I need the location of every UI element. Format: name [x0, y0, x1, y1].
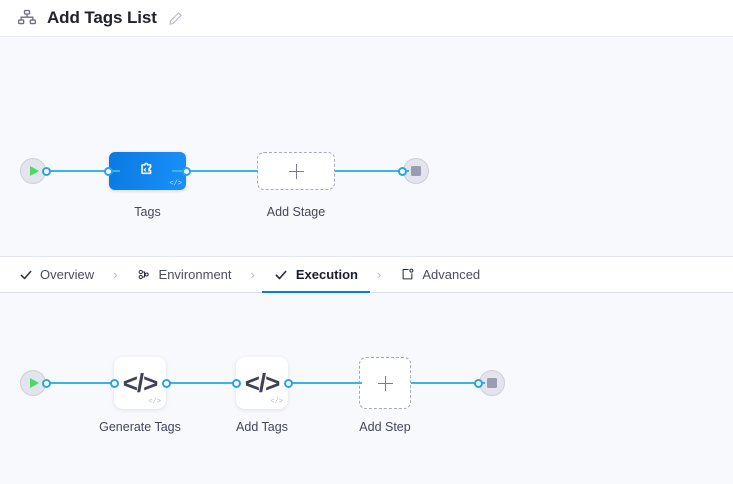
stage-node-tags-out-port[interactable]	[182, 166, 191, 176]
stage-graph: </> Tags Add Stage	[0, 37, 733, 256]
add-step-button[interactable]	[359, 357, 411, 409]
step-node-add-tags-body[interactable]: </> </>	[236, 357, 288, 409]
stage-end-node[interactable]	[398, 158, 429, 184]
tab-overview-label: Overview	[40, 267, 95, 282]
execution-end-node[interactable]	[474, 370, 505, 396]
plus-icon	[377, 375, 393, 391]
code-icon: </>	[122, 368, 159, 398]
step-node-generate-tags-out-port[interactable]	[161, 378, 171, 388]
pencil-icon[interactable]	[168, 10, 184, 26]
execution-canvas[interactable]: </> </> Generate Tags </> </> Add Tags	[0, 293, 733, 484]
tab-environment-label: Environment	[158, 267, 232, 282]
tab-separator-1: ›	[113, 267, 118, 282]
stage-end-port[interactable]	[398, 166, 407, 176]
step-node-add-tags-badge: </>	[270, 398, 283, 406]
check-icon	[18, 267, 33, 282]
stage-node-tags-in-port[interactable]	[104, 166, 113, 176]
check-icon	[274, 267, 289, 282]
tab-separator-3: ›	[376, 267, 382, 282]
stage-canvas[interactable]: </> Tags Add Stage	[0, 37, 733, 257]
add-stage-button[interactable]	[257, 152, 335, 190]
step-node-add-tags-label: Add Tags	[236, 420, 288, 434]
pipeline-icon	[16, 7, 38, 29]
step-node-generate-tags-label: Generate Tags	[99, 420, 181, 434]
tab-advanced[interactable]: Advanced	[398, 257, 482, 293]
edge-tags-addstage	[172, 170, 258, 172]
step-node-generate-tags[interactable]: </> </> Generate Tags	[99, 357, 181, 434]
tab-execution[interactable]: Execution	[261, 257, 371, 294]
stage-node-tags-label: Tags	[134, 205, 161, 219]
tab-execution-label: Execution	[295, 267, 358, 282]
edge-start-generate	[44, 382, 116, 384]
stage-start-node[interactable]	[20, 158, 51, 184]
execution-graph: </> </> Generate Tags </> </> Add Tags	[0, 293, 733, 484]
edge-addstep-end	[411, 382, 485, 384]
code-puzzle-icon	[137, 158, 159, 185]
step-node-generate-tags-body[interactable]: </> </>	[114, 357, 166, 409]
edge-addtags-addstep	[288, 382, 362, 384]
infrastructure-icon	[137, 267, 152, 282]
page-header: Add Tags List	[0, 0, 733, 37]
stage-node-tags[interactable]: </> Tags	[104, 152, 191, 219]
tab-bar[interactable]: Overview › Environment › Execution ›	[0, 257, 733, 294]
edge-addstage-end	[335, 170, 409, 172]
code-icon: </>	[244, 368, 281, 398]
step-node-add-tags[interactable]: </> </> Add Tags	[231, 357, 293, 434]
edge-generate-addtags	[166, 382, 238, 384]
plus-icon	[288, 163, 304, 179]
tab-overview[interactable]: Overview	[16, 257, 96, 293]
step-node-add-tags-out-port[interactable]	[283, 378, 293, 388]
edge-start-tags	[44, 170, 120, 172]
tab-separator-2: ›	[250, 267, 255, 282]
advanced-box-gear-icon	[400, 267, 415, 282]
tab-environment[interactable]: Environment	[135, 257, 234, 293]
stage-node-tags-badge: </>	[169, 180, 182, 188]
execution-start-node[interactable]	[20, 370, 51, 396]
play-icon	[20, 370, 46, 396]
execution-end-port[interactable]	[474, 378, 483, 388]
step-node-generate-tags-badge: </>	[148, 398, 161, 406]
page-title: Add Tags List	[47, 8, 157, 27]
add-stage-node[interactable]: Add Stage	[257, 152, 335, 219]
tab-advanced-label: Advanced	[422, 267, 481, 282]
execution-start-port[interactable]	[42, 378, 51, 388]
step-node-add-tags-in-port[interactable]	[231, 378, 241, 388]
stage-start-port[interactable]	[42, 166, 51, 176]
add-step-label: Add Step	[359, 420, 411, 434]
step-node-generate-tags-in-port[interactable]	[109, 378, 119, 388]
add-step-node[interactable]: Add Step	[359, 357, 411, 434]
add-stage-label: Add Stage	[266, 205, 326, 219]
